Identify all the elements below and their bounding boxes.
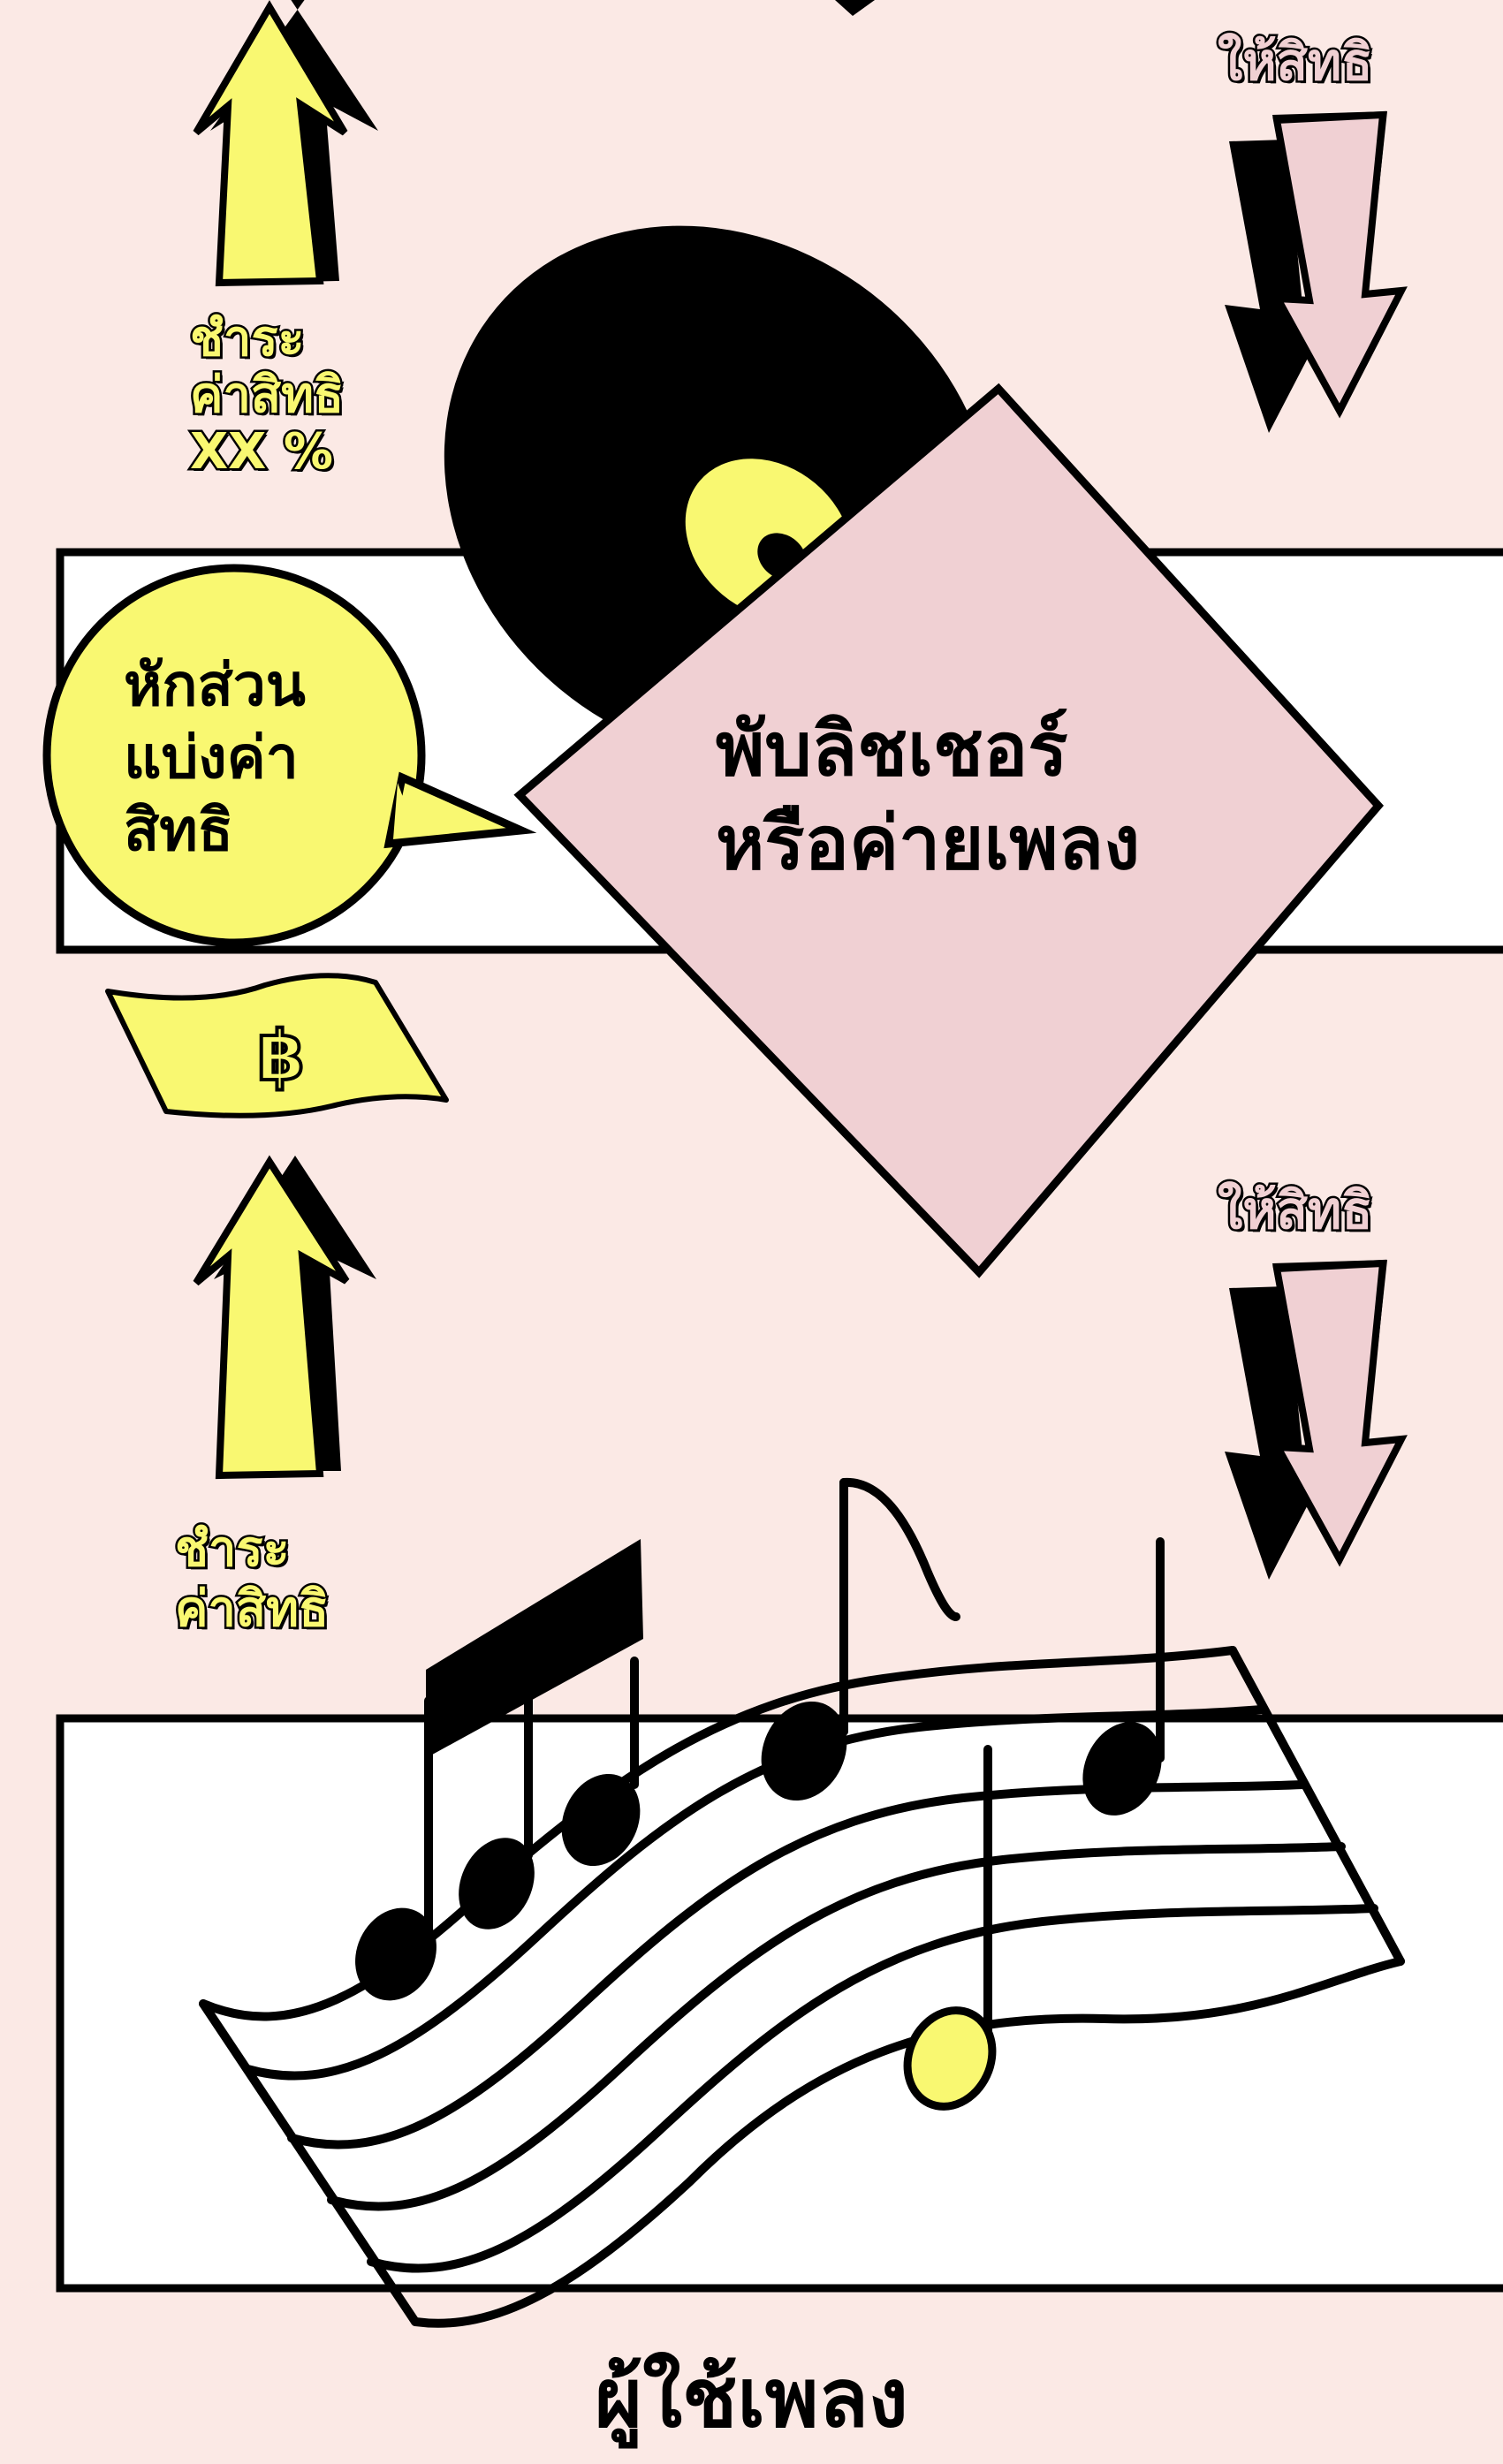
publisher-line-1: พับลิชเชอร์ — [716, 706, 1068, 792]
split-speech-bubble — [42, 564, 537, 947]
pay-bottom-line-1: ชำระ — [172, 1519, 292, 1581]
bubble-line-2: แบ่งค่า — [124, 724, 299, 792]
user-band — [56, 1714, 1503, 2293]
publisher-title: พับลิชเชอร์ หรือค่ายเพลง — [716, 702, 1140, 890]
split-share-text: หักส่วน แบ่งค่า สิทธิ — [124, 649, 306, 867]
arrow-up-pay-bottom — [193, 1155, 376, 1480]
pay-bottom-line-2: ค่าสิทธิ — [172, 1579, 330, 1641]
publisher-line-2: หรือค่ายเพลง — [716, 800, 1141, 886]
arrow-up-pay-top — [193, 0, 378, 287]
pay-royalty-percent-label: ชำระ ค่าสิทธิ XX % — [187, 308, 345, 482]
svg-text:฿: ฿ — [257, 1017, 305, 1096]
bubble-line-1: หักส่วน — [124, 651, 306, 719]
pay-top-line-1: ชำระ — [187, 308, 307, 369]
baht-banknote-icon: ฿ — [105, 973, 449, 1118]
bubble-line-3: สิทธิ — [124, 796, 234, 864]
arrow-down-grant-top — [1225, 110, 1408, 433]
pay-top-line-3: XX % — [187, 421, 335, 482]
grant-rights-label-bottom: ให้สิทธิ — [1216, 1180, 1376, 1241]
grant-top-line: ให้สิทธิ — [1216, 32, 1376, 93]
publisher-diamond — [513, 383, 1385, 1278]
arrow-down-grant-bottom — [1225, 1259, 1408, 1580]
music-notes-heads — [355, 1539, 1162, 2111]
pay-top-line-2: ค่าสิทธิ — [187, 365, 345, 426]
pay-royalty-label-bottom: ชำระ ค่าสิทธิ — [172, 1519, 330, 1641]
grant-bottom-line: ให้สิทธิ — [1216, 1180, 1376, 1241]
arrow-up-top-edge — [835, 0, 875, 16]
grant-rights-label-top: ให้สิทธิ — [1216, 32, 1376, 93]
music-user-title: ผู้ใช้เพลง — [595, 2351, 908, 2445]
